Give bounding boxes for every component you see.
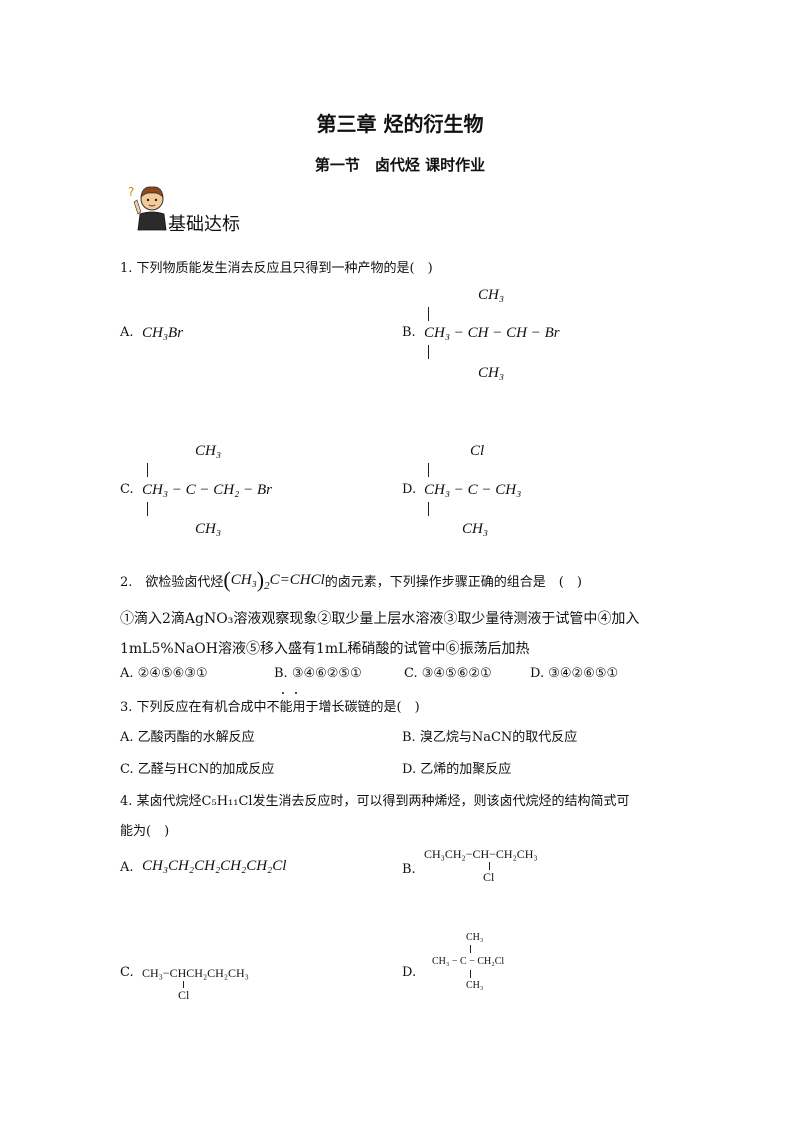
q2-option-b: B. ③④⑥②⑤① xyxy=(274,666,362,681)
q1-option-d-bottom: CH₃ xyxy=(462,521,489,537)
q4-option-c-main: CH₃−CHCH₂CH₂CH₃ xyxy=(142,966,249,980)
q4-option-d-top: CH₃ xyxy=(466,932,484,943)
q1-option-c-bond-up xyxy=(147,463,148,477)
q2-stem-formula: CH₃ xyxy=(230,571,257,588)
q4-option-b-label: B. xyxy=(402,862,416,877)
q1-option-c-top: CH₃ xyxy=(195,443,222,459)
q1-option-c-bond-down xyxy=(147,502,148,516)
q3-option-b: B. 溴乙烷与NaCN的取代反应 xyxy=(402,730,578,745)
q4-option-d-bottom: CH₃ xyxy=(466,980,484,991)
q3-option-d: D. 乙烯的加聚反应 xyxy=(402,762,512,777)
q4-option-b-sub: Cl xyxy=(483,870,495,884)
q1-option-d-bond-up xyxy=(428,463,429,477)
q2-option-d: D. ③④②⑥⑤① xyxy=(530,666,619,681)
emphasis-dot xyxy=(282,692,284,694)
q2-stem-subscript: 2 xyxy=(264,580,270,592)
q2-stem-prefix: 2. 欲检验卤代烃 xyxy=(120,574,224,590)
q1-option-d-top: Cl xyxy=(470,443,485,459)
q1-option-b-main: CH₃ − CH − CH − Br xyxy=(424,325,560,341)
q2-steps-line-1: ①滴入2滴AgNO₃溶液观察现象②取少量上层水溶液③取少量待测液于试管中④加入 xyxy=(120,611,640,627)
q1-option-b-bond-down xyxy=(428,345,429,359)
question-2-stem: 2. 欲检验卤代烃 ( CH₃ ) 2 C=CHCl 的卤元素，下列操作步骤正确… xyxy=(120,567,582,593)
q4-option-d-bond-up xyxy=(470,945,471,953)
q2-stem-suffix: 的卤元素，下列操作步骤正确的组合是 ( ) xyxy=(324,574,582,590)
q1-option-d-bond-down xyxy=(428,502,429,516)
q4-option-d-label: D. xyxy=(402,965,417,980)
q1-option-c-main: CH₃ − C − CH₂ − Br xyxy=(142,482,272,498)
q1-option-b-bond-up xyxy=(428,307,429,321)
q2-paren-close: ) xyxy=(256,567,265,592)
section-heading: 基础达标 xyxy=(168,214,240,235)
q4-option-c-bond xyxy=(183,981,184,988)
q1-option-a-formula: CH₃Br xyxy=(142,325,184,341)
question-3-stem: 3. 下列反应在有机合成中不能用于增长碳链的是( ) xyxy=(120,700,420,715)
q1-option-d-label: D. xyxy=(402,482,417,497)
q4-option-a-label: A. xyxy=(120,860,134,875)
q4-option-a-formula: CH₃CH₂CH₂CH₂CH₂Cl xyxy=(142,858,287,874)
q1-option-d-main: CH₃ − C − CH₃ xyxy=(424,482,522,498)
q4-option-d-main: CH₃ − C − CH₂Cl xyxy=(432,956,505,967)
question-4-stem-line-1: 4. 某卤代烷烃C₅H₁₁Cl发生消去反应时，可以得到两种烯烃，则该卤代烷烃的结… xyxy=(120,794,630,809)
page-title: 第三章 烃的衍生物 xyxy=(316,112,484,136)
q1-option-a-label: A. xyxy=(120,325,134,340)
q4-option-d-bond-down xyxy=(470,970,471,978)
q1-option-b-label: B. xyxy=(402,325,416,340)
q1-option-b-top: CH₃ xyxy=(478,287,505,303)
q4-option-b-main: CH₃CH₂−CH−CH₂CH₃ xyxy=(424,847,538,861)
question-1-stem: 1. 下列物质能发生消去反应且只得到一种产物的是( ) xyxy=(120,261,433,276)
q2-paren-open: ( xyxy=(223,567,231,592)
q1-option-c-label: C. xyxy=(120,482,134,497)
q1-option-c-bottom: CH₃ xyxy=(195,521,222,537)
q3-option-c: C. 乙醛与HCN的加成反应 xyxy=(120,762,275,777)
q4-option-b-bond xyxy=(489,862,490,870)
q4-option-c-label: C. xyxy=(120,965,134,980)
q3-option-a: A. 乙酸丙酯的水解反应 xyxy=(120,730,255,745)
q2-option-c: C. ③④⑤⑥②① xyxy=(404,666,492,681)
q2-steps-line-2: 1mL5%NaOH溶液⑤移入盛有1mL稀硝酸的试管中⑥振荡后加热 xyxy=(120,641,530,657)
q1-option-b-bottom: CH₃ xyxy=(478,365,505,381)
q2-stem-formula-2: C=CHCl xyxy=(269,571,325,588)
student-thinking-icon: ? xyxy=(128,184,172,236)
emphasis-dot xyxy=(295,692,297,694)
page-subtitle: 第一节 卤代烃 课时作业 xyxy=(314,156,486,174)
q4-option-c-sub: Cl xyxy=(178,988,190,1002)
svg-text:?: ? xyxy=(128,185,134,199)
q2-option-a: A. ②④⑤⑥③① xyxy=(120,666,208,681)
question-4-stem-line-2: 能为( ) xyxy=(120,824,170,839)
